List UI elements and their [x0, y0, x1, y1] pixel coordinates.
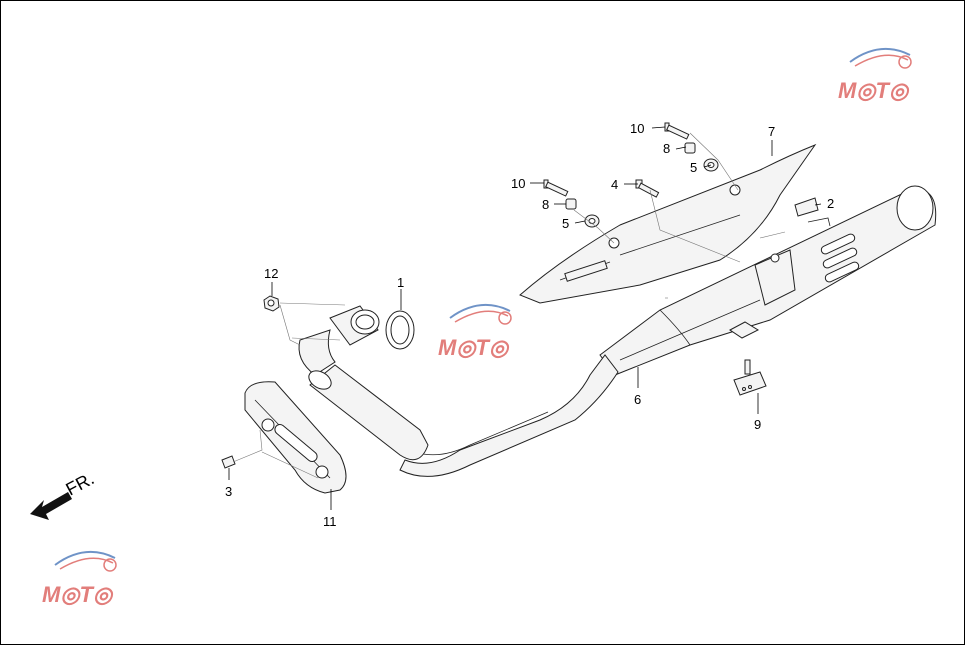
part-3-bolt [221, 455, 236, 469]
part-8-collar-upper [684, 142, 696, 154]
callout-4: 4 [611, 177, 618, 192]
callout-2: 2 [827, 196, 834, 211]
watermark-logo-bottom-left: M◎T◎ [42, 550, 117, 607]
part-10-bolt-upper [664, 122, 690, 140]
watermark-text-bottom-left: M◎T◎ [42, 582, 115, 607]
part-header-pipe [298, 305, 429, 461]
part-8-collar-lower [565, 198, 577, 210]
part-12-nut [263, 295, 280, 312]
part-11-end-cover [244, 381, 347, 494]
part-4-bolt [635, 179, 660, 198]
callout-8-upper: 8 [663, 141, 670, 156]
callout-labels: 1 2 3 4 5 5 6 7 8 8 9 10 10 11 12 [225, 121, 834, 529]
part-1-gasket [385, 310, 415, 350]
callout-9: 9 [754, 417, 761, 432]
part-6-exhaust-pipe-muffler [399, 185, 937, 477]
front-direction-arrow-icon: FR. [30, 468, 97, 520]
part-5-grommet-lower [584, 214, 600, 228]
callout-6: 6 [634, 392, 641, 407]
callout-10-upper: 10 [630, 121, 644, 136]
callout-3: 3 [225, 484, 232, 499]
part-9-sensor [733, 359, 767, 396]
callout-11: 11 [323, 514, 337, 529]
callout-1: 1 [397, 275, 404, 290]
watermark-logo-center: M◎T◎ [438, 303, 512, 360]
watermark-logo-top-right: M◎T◎ [838, 47, 912, 103]
callout-10-lower: 10 [511, 176, 525, 191]
watermark-text-top-right: M◎T◎ [838, 78, 911, 103]
part-10-bolt-lower [543, 179, 569, 197]
callout-5-lower: 5 [562, 216, 569, 231]
callout-12: 12 [264, 266, 278, 281]
callout-leaders [228, 126, 822, 510]
callout-8-lower: 8 [542, 197, 549, 212]
part-2-clip [794, 197, 831, 227]
part-7-heat-shield [519, 143, 817, 304]
callout-7: 7 [768, 124, 775, 139]
watermark-text-center: M◎T◎ [438, 335, 511, 360]
callout-5-upper: 5 [690, 160, 697, 175]
assembly-guide-lines [232, 132, 786, 479]
